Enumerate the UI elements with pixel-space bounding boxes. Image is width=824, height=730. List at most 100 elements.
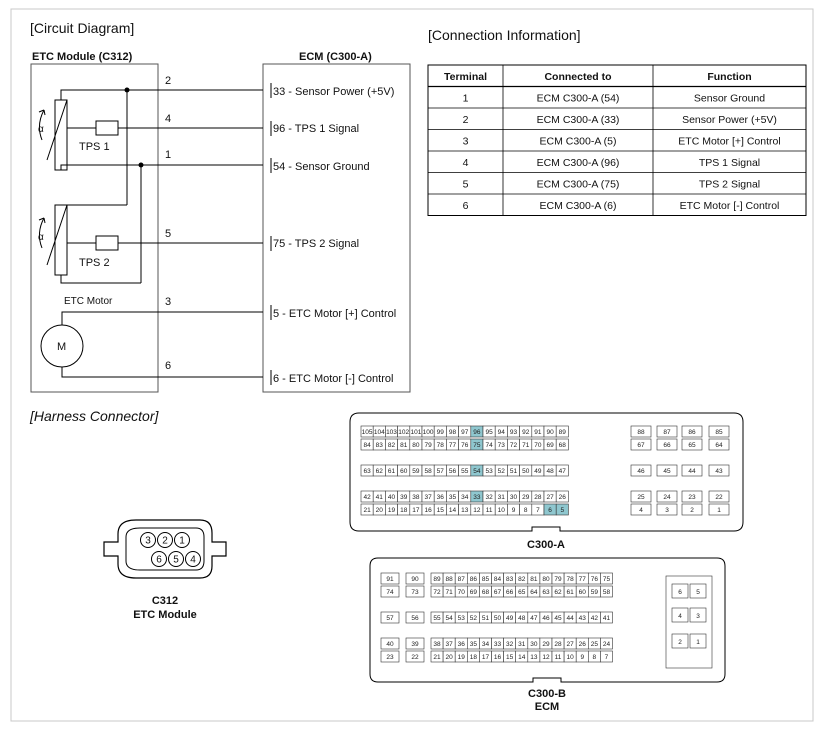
c300a-pin-number: 98 <box>449 429 457 436</box>
c300a-pin-number: 96 <box>473 429 481 436</box>
c300b-pin <box>689 633 707 649</box>
c300a-pin-number: 29 <box>522 494 530 501</box>
connection-info-title: [Connection Information] <box>428 27 581 43</box>
c300b-pin-number: 32 <box>506 641 514 648</box>
tps1-alpha: α <box>38 124 44 135</box>
c300b-pin-number: 42 <box>591 615 599 622</box>
c300a-pin-number: 82 <box>388 442 396 449</box>
table-cell: ECM C300-A (96) <box>537 157 620 169</box>
c300a-pin <box>708 503 730 516</box>
c300b-pin-number: 16 <box>494 654 502 661</box>
c312-pin-number: 3 <box>145 536 151 547</box>
c300b-pin-number: 34 <box>482 641 490 648</box>
c300a-pin-number: 51 <box>510 468 518 475</box>
c300a-pin-number: 73 <box>498 442 506 449</box>
ecm-pin-label: 6 - ETC Motor [-] Control <box>273 373 393 385</box>
c300a-pin-number: 76 <box>461 442 469 449</box>
tps2-sensor: α TPS 2 <box>38 204 119 276</box>
c312-pin-number: 6 <box>156 555 162 566</box>
table-cell: Sensor Ground <box>694 92 765 104</box>
motor-symbol: M <box>57 341 66 353</box>
c312-sublabel: ETC Module <box>133 609 197 621</box>
c300a-pin-number: 93 <box>510 429 518 436</box>
table-cell: ECM C300-A (54) <box>537 92 620 104</box>
c312-pin-number: 2 <box>162 536 168 547</box>
c300a-pin-number: 68 <box>559 442 567 449</box>
c300b-pin-number: 70 <box>458 589 466 596</box>
ecm-pin-label: 75 - TPS 2 Signal <box>273 238 359 250</box>
c300a-pin <box>656 438 678 451</box>
c300b-pin <box>671 633 689 649</box>
table-header-cell: Terminal <box>444 71 487 83</box>
c300a-pin-number: 16 <box>424 507 432 514</box>
c300a-pin-number: 66 <box>663 442 671 449</box>
c300a-pin-number: 24 <box>663 494 671 501</box>
c300a-pin-number: 4 <box>639 507 643 514</box>
c300b-pin-number: 17 <box>482 654 490 661</box>
c300b-pin-number: 18 <box>470 654 478 661</box>
c300b-pin-number: 79 <box>554 576 562 583</box>
c300a-pin <box>708 425 730 438</box>
c312-pin-number: 5 <box>173 555 179 566</box>
c300a-pin-number: 48 <box>546 468 554 475</box>
table-cell: 1 <box>463 92 469 104</box>
c300b-pin-number: 85 <box>482 576 490 583</box>
c300b-pin-number: 40 <box>386 641 394 648</box>
c312-pin <box>157 532 173 548</box>
c300b-pin-number: 61 <box>567 589 575 596</box>
table-cell: TPS 1 Signal <box>699 157 760 169</box>
c300b-pin-number: 48 <box>518 615 526 622</box>
c300b-pin <box>405 572 425 585</box>
c300b-pin-number: 2 <box>678 639 682 646</box>
c300b-pin-number: 54 <box>446 615 454 622</box>
c300a-pin-number: 13 <box>461 507 469 514</box>
c300a-pin <box>708 438 730 451</box>
c300b-pin-number: 62 <box>554 589 562 596</box>
table-cell: ECM C300-A (33) <box>537 114 620 126</box>
c300b-pin-number: 76 <box>591 576 599 583</box>
c300a-pin-number: 94 <box>498 429 506 436</box>
table-cell: ETC Motor [-] Control <box>680 200 780 212</box>
c300a-pin-number: 20 <box>376 507 384 514</box>
c300b-pin <box>671 583 689 599</box>
c300a-pin-number: 64 <box>715 442 723 449</box>
c300a-pin-number: 11 <box>486 507 493 514</box>
c300b-pin <box>380 650 400 663</box>
c300b-pin-number: 83 <box>506 576 514 583</box>
etc-motor-label: ETC Motor <box>64 296 113 307</box>
c300a-pin-number: 84 <box>363 442 371 449</box>
c300a-pin <box>630 464 652 477</box>
c300a-pin-number: 8 <box>524 507 528 514</box>
table-cell: 4 <box>463 157 469 169</box>
c300a-pin-number: 63 <box>363 468 371 475</box>
c300a-pin-number: 34 <box>461 494 469 501</box>
c300b-pin-number: 14 <box>518 654 526 661</box>
c300a-pin <box>555 464 569 477</box>
c300b-pin <box>671 607 689 623</box>
junction-dot <box>124 87 130 93</box>
c300b-pin-number: 63 <box>542 589 550 596</box>
c300a-pin-number: 27 <box>546 494 554 501</box>
ecm-pin-label: 54 - Sensor Ground <box>273 161 370 173</box>
c300b-pin-number: 56 <box>411 615 419 622</box>
c300b-pin-number: 91 <box>386 576 394 583</box>
c300b-pin <box>405 585 425 598</box>
c300b-pin-number: 57 <box>386 615 394 622</box>
c300a-pin-number: 60 <box>400 468 408 475</box>
c300a-pin-number: 37 <box>424 494 432 501</box>
c300b-pin-number: 19 <box>458 654 466 661</box>
c300a-pin-number: 18 <box>400 507 408 514</box>
c300b-pin-number: 80 <box>542 576 550 583</box>
c300b-pin-number: 47 <box>530 615 538 622</box>
circuit-diagram-title: [Circuit Diagram] <box>30 20 134 36</box>
ecm-pin-label: 5 - ETC Motor [+] Control <box>273 308 396 320</box>
c300b-pin-number: 23 <box>386 654 394 661</box>
c300b-pin-number: 15 <box>506 654 514 661</box>
c300a-pin-number: 102 <box>398 429 409 436</box>
c300b-pin-number: 33 <box>494 641 502 648</box>
c300a-pin-number: 43 <box>715 468 723 475</box>
c300b-pin-number: 49 <box>506 615 514 622</box>
table-cell: Sensor Power (+5V) <box>682 114 777 126</box>
